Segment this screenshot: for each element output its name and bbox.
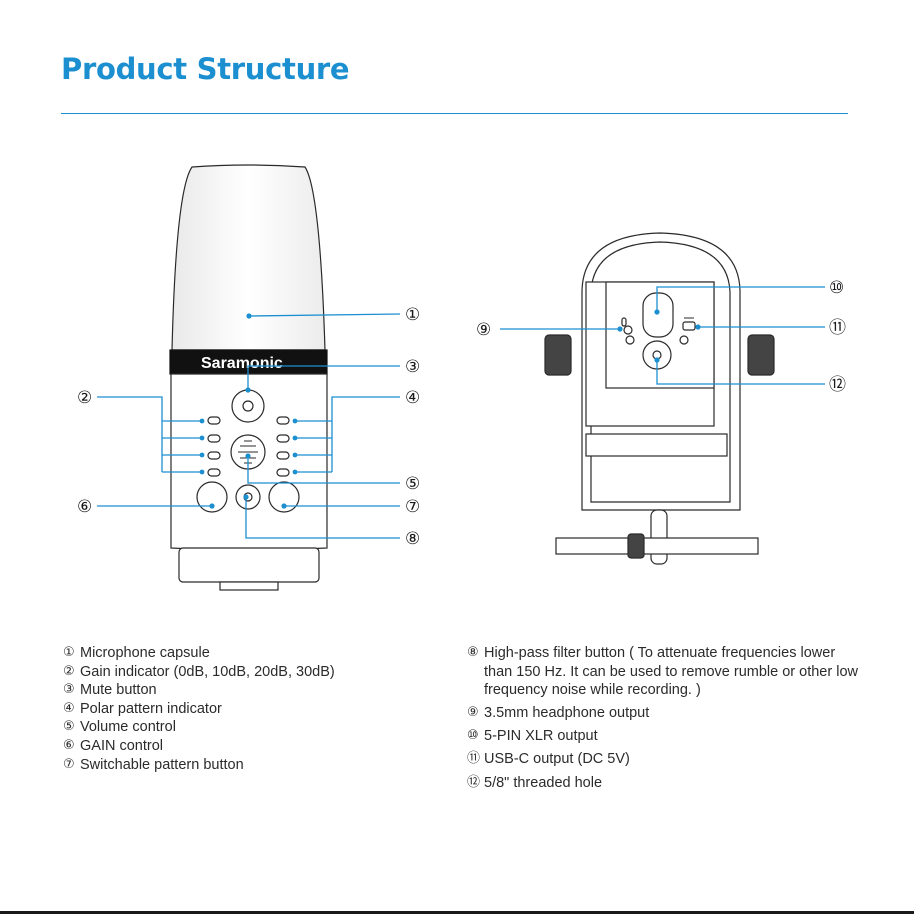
microphone-foot — [219, 581, 279, 591]
legend-item: ② Gain indicator (0dB, 10dB, 20dB, 30dB) — [63, 663, 393, 682]
callout-12: ⑫ — [829, 375, 846, 395]
legend-number: ⑤ — [63, 719, 75, 735]
callout-2: ② — [77, 388, 92, 408]
title-divider — [61, 113, 848, 114]
legend-right: ⑧ High-pass filter button ( To attenuate … — [467, 644, 867, 797]
callout-6: ⑥ — [77, 497, 92, 517]
legend-text: 5/8" threaded hole — [484, 774, 603, 791]
left-knob — [544, 334, 572, 376]
legend-number: ② — [63, 663, 75, 679]
legend-number: ④ — [63, 700, 75, 716]
legend-left: ① Microphone capsule ② Gain indicator (0dB… — [63, 644, 393, 774]
legend-item: ⑤ Volume control — [63, 718, 393, 737]
legend-number: ③ — [63, 682, 75, 698]
xlr-output — [642, 292, 674, 338]
legend-text: Mute button — [80, 682, 157, 699]
callout-8: ⑧ — [405, 529, 420, 549]
callout-11: ⑪ — [829, 318, 846, 338]
legend-item: ① Microphone capsule — [63, 644, 393, 663]
legend-item: ⑧ High-pass filter button ( To attenuate … — [467, 644, 867, 700]
microphone-capsule — [171, 164, 326, 351]
legend-text: USB-C output (DC 5V) — [484, 751, 630, 768]
headphone-jack-icon — [621, 317, 633, 335]
legend-text: GAIN control — [80, 737, 163, 754]
gain-control-button — [196, 481, 228, 513]
callout-9: ⑨ — [476, 320, 491, 340]
legend-item: ③ Mute button — [63, 681, 393, 700]
legend-item: ⑦ Switchable pattern button — [63, 756, 393, 775]
legend-text: Microphone capsule — [80, 645, 210, 661]
gain-indicator-leds — [207, 416, 221, 477]
legend-text: 3.5mm headphone output — [484, 705, 650, 722]
legend-number: ① — [63, 645, 75, 660]
callout-3: ③ — [405, 357, 420, 377]
legend-text: Volume control — [80, 719, 176, 736]
legend-text: Switchable pattern button — [80, 756, 244, 773]
legend-number: ⑦ — [63, 756, 75, 772]
legend-text: 5-PIN XLR output — [484, 728, 598, 745]
page-title: Product Structure — [61, 52, 350, 86]
legend-item: ⑨ 3.5mm headphone output — [467, 704, 867, 723]
callout-5: ⑤ — [405, 474, 420, 494]
brand-text: Saramonic — [201, 355, 283, 372]
legend-text: Gain indicator (0dB, 10dB, 20dB, 30dB) — [80, 663, 335, 680]
usb-c-icon — [682, 317, 696, 331]
callout-10: ⑩ — [829, 278, 844, 298]
leader-dots — [199, 309, 701, 509]
legend-text: Polar pattern indicator — [80, 700, 222, 717]
microphone-base — [178, 547, 320, 583]
leader-lines — [97, 286, 825, 539]
pattern-button — [268, 481, 300, 513]
page-bottom-border — [0, 911, 914, 914]
legend-number: ⑨ — [467, 705, 479, 721]
mount-rear-illustration — [544, 232, 775, 565]
legend-item: ④ Polar pattern indicator — [63, 700, 393, 719]
stand-stem — [650, 509, 668, 565]
legend-number: ⑥ — [63, 737, 75, 753]
legend-number: ⑫ — [467, 774, 481, 790]
callout-7: ⑦ — [405, 497, 420, 517]
legend-text: High-pass filter button ( To attenuate f… — [484, 645, 858, 699]
stand-bar — [555, 537, 759, 555]
product-diagram: Saramonic — [77, 164, 846, 591]
legend-item: ⑥ GAIN control — [63, 737, 393, 756]
callout-numbers: ① ② ③ ④ ⑤ ⑥ ⑦ ⑧ ⑨ ⑩ ⑪ ⑫ — [77, 278, 846, 549]
legend-number: ⑪ — [467, 751, 481, 767]
callout-4: ④ — [405, 388, 420, 408]
right-knob — [747, 334, 775, 376]
callout-1: ① — [405, 305, 420, 325]
legend-number: ⑩ — [467, 728, 479, 744]
polar-pattern-leds — [276, 416, 290, 477]
legend-item: ⑩ 5-PIN XLR output — [467, 727, 867, 746]
legend-number: ⑧ — [467, 645, 479, 660]
